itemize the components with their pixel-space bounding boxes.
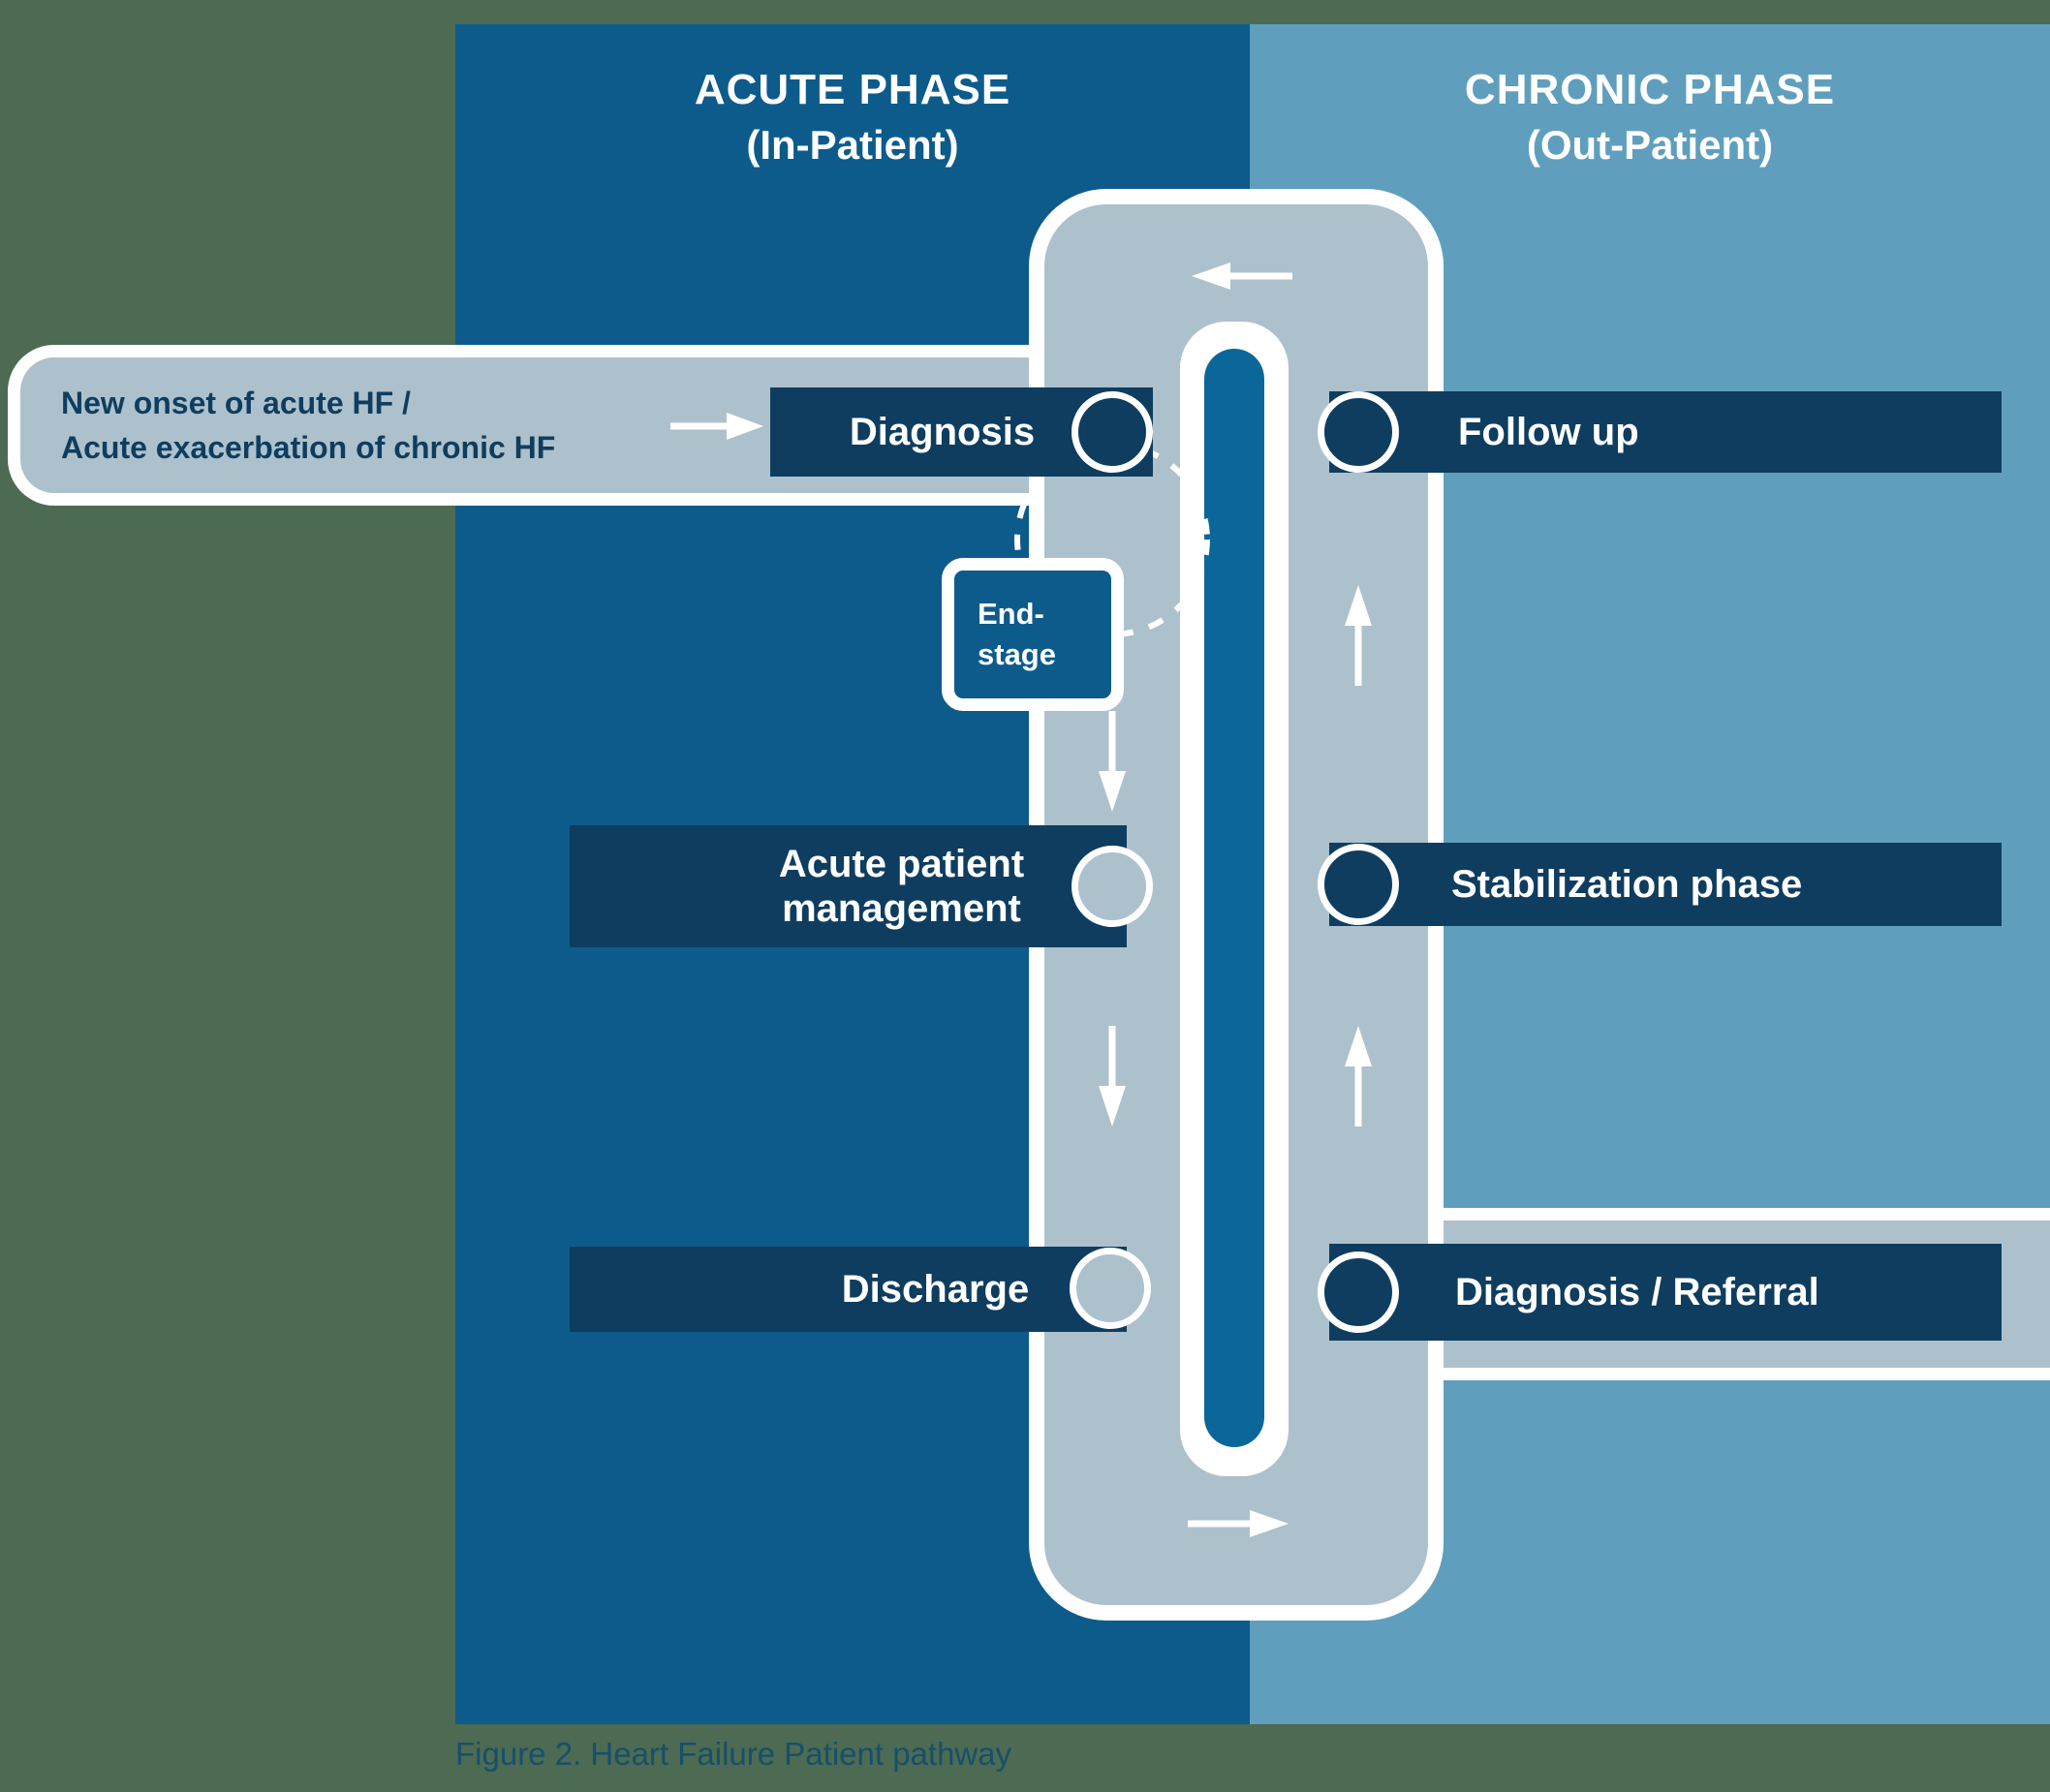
node-acute-management-label: Acute patient management — [779, 842, 1024, 931]
node-acute-management: Acute patient management — [570, 825, 1127, 947]
diagnosis-connector-circle — [1072, 391, 1153, 473]
arrow-up-icon — [1345, 585, 1372, 686]
arrow-down-icon — [1099, 711, 1126, 812]
follow-up-connector-circle — [1318, 391, 1399, 473]
node-stabilization-label: Stabilization phase — [1451, 862, 1803, 906]
arrow-right-icon — [670, 413, 763, 440]
chronic-phase-subtitle: (Out-Patient) — [1526, 122, 1774, 168]
entry-callout-line1: New onset of acute HF / — [61, 385, 411, 420]
discharge-connector-circle — [1070, 1248, 1151, 1329]
node-diagnosis-referral: Diagnosis / Referral — [1329, 1244, 2002, 1341]
node-follow-up: Follow up — [1329, 391, 2002, 473]
stabilization-connector-circle — [1318, 844, 1399, 925]
loop-inner-divider — [1204, 349, 1264, 1447]
chronic-phase-header: CHRONIC PHASE (Out-Patient) — [1250, 66, 2050, 169]
chronic-phase-title: CHRONIC PHASE — [1464, 66, 1836, 113]
acute-phase-header: ACUTE PHASE (In-Patient) — [455, 66, 1250, 169]
end-stage-label: End- stage — [954, 594, 1056, 675]
arrow-right-icon — [1188, 1510, 1289, 1537]
node-discharge-label: Discharge — [841, 1267, 1030, 1311]
diagnosis-referral-connector-circle — [1318, 1251, 1399, 1333]
acute-phase-title: ACUTE PHASE — [694, 66, 1011, 113]
node-acute-management-line2: management — [782, 887, 1021, 930]
entry-callout-text: New onset of acute HF / Acute exacerbati… — [20, 381, 555, 471]
acute-management-connector-circle — [1072, 846, 1153, 927]
acute-phase-subtitle: (In-Patient) — [746, 122, 959, 168]
node-diagnosis-referral-label: Diagnosis / Referral — [1455, 1270, 1819, 1313]
node-stabilization: Stabilization phase — [1329, 843, 2002, 926]
figure-caption: Figure 2. Heart Failure Patient pathway — [455, 1736, 1012, 1772]
node-follow-up-label: Follow up — [1458, 410, 1639, 453]
arrow-left-icon — [1192, 263, 1292, 290]
node-diagnosis-label: Diagnosis — [849, 410, 1036, 453]
end-stage-label-line2: stage — [978, 637, 1056, 671]
end-stage-label-line1: End- — [978, 597, 1044, 632]
arrow-down-icon — [1099, 1026, 1126, 1127]
arrow-up-icon — [1345, 1026, 1372, 1127]
entry-callout-line2: Acute exacerbation of chronic HF — [61, 430, 556, 465]
node-discharge: Discharge — [570, 1247, 1127, 1332]
node-acute-management-line1: Acute patient — [778, 843, 1025, 885]
end-stage-box: End- stage — [942, 558, 1124, 711]
end-stage-dashed-path-icon — [1014, 442, 1210, 637]
